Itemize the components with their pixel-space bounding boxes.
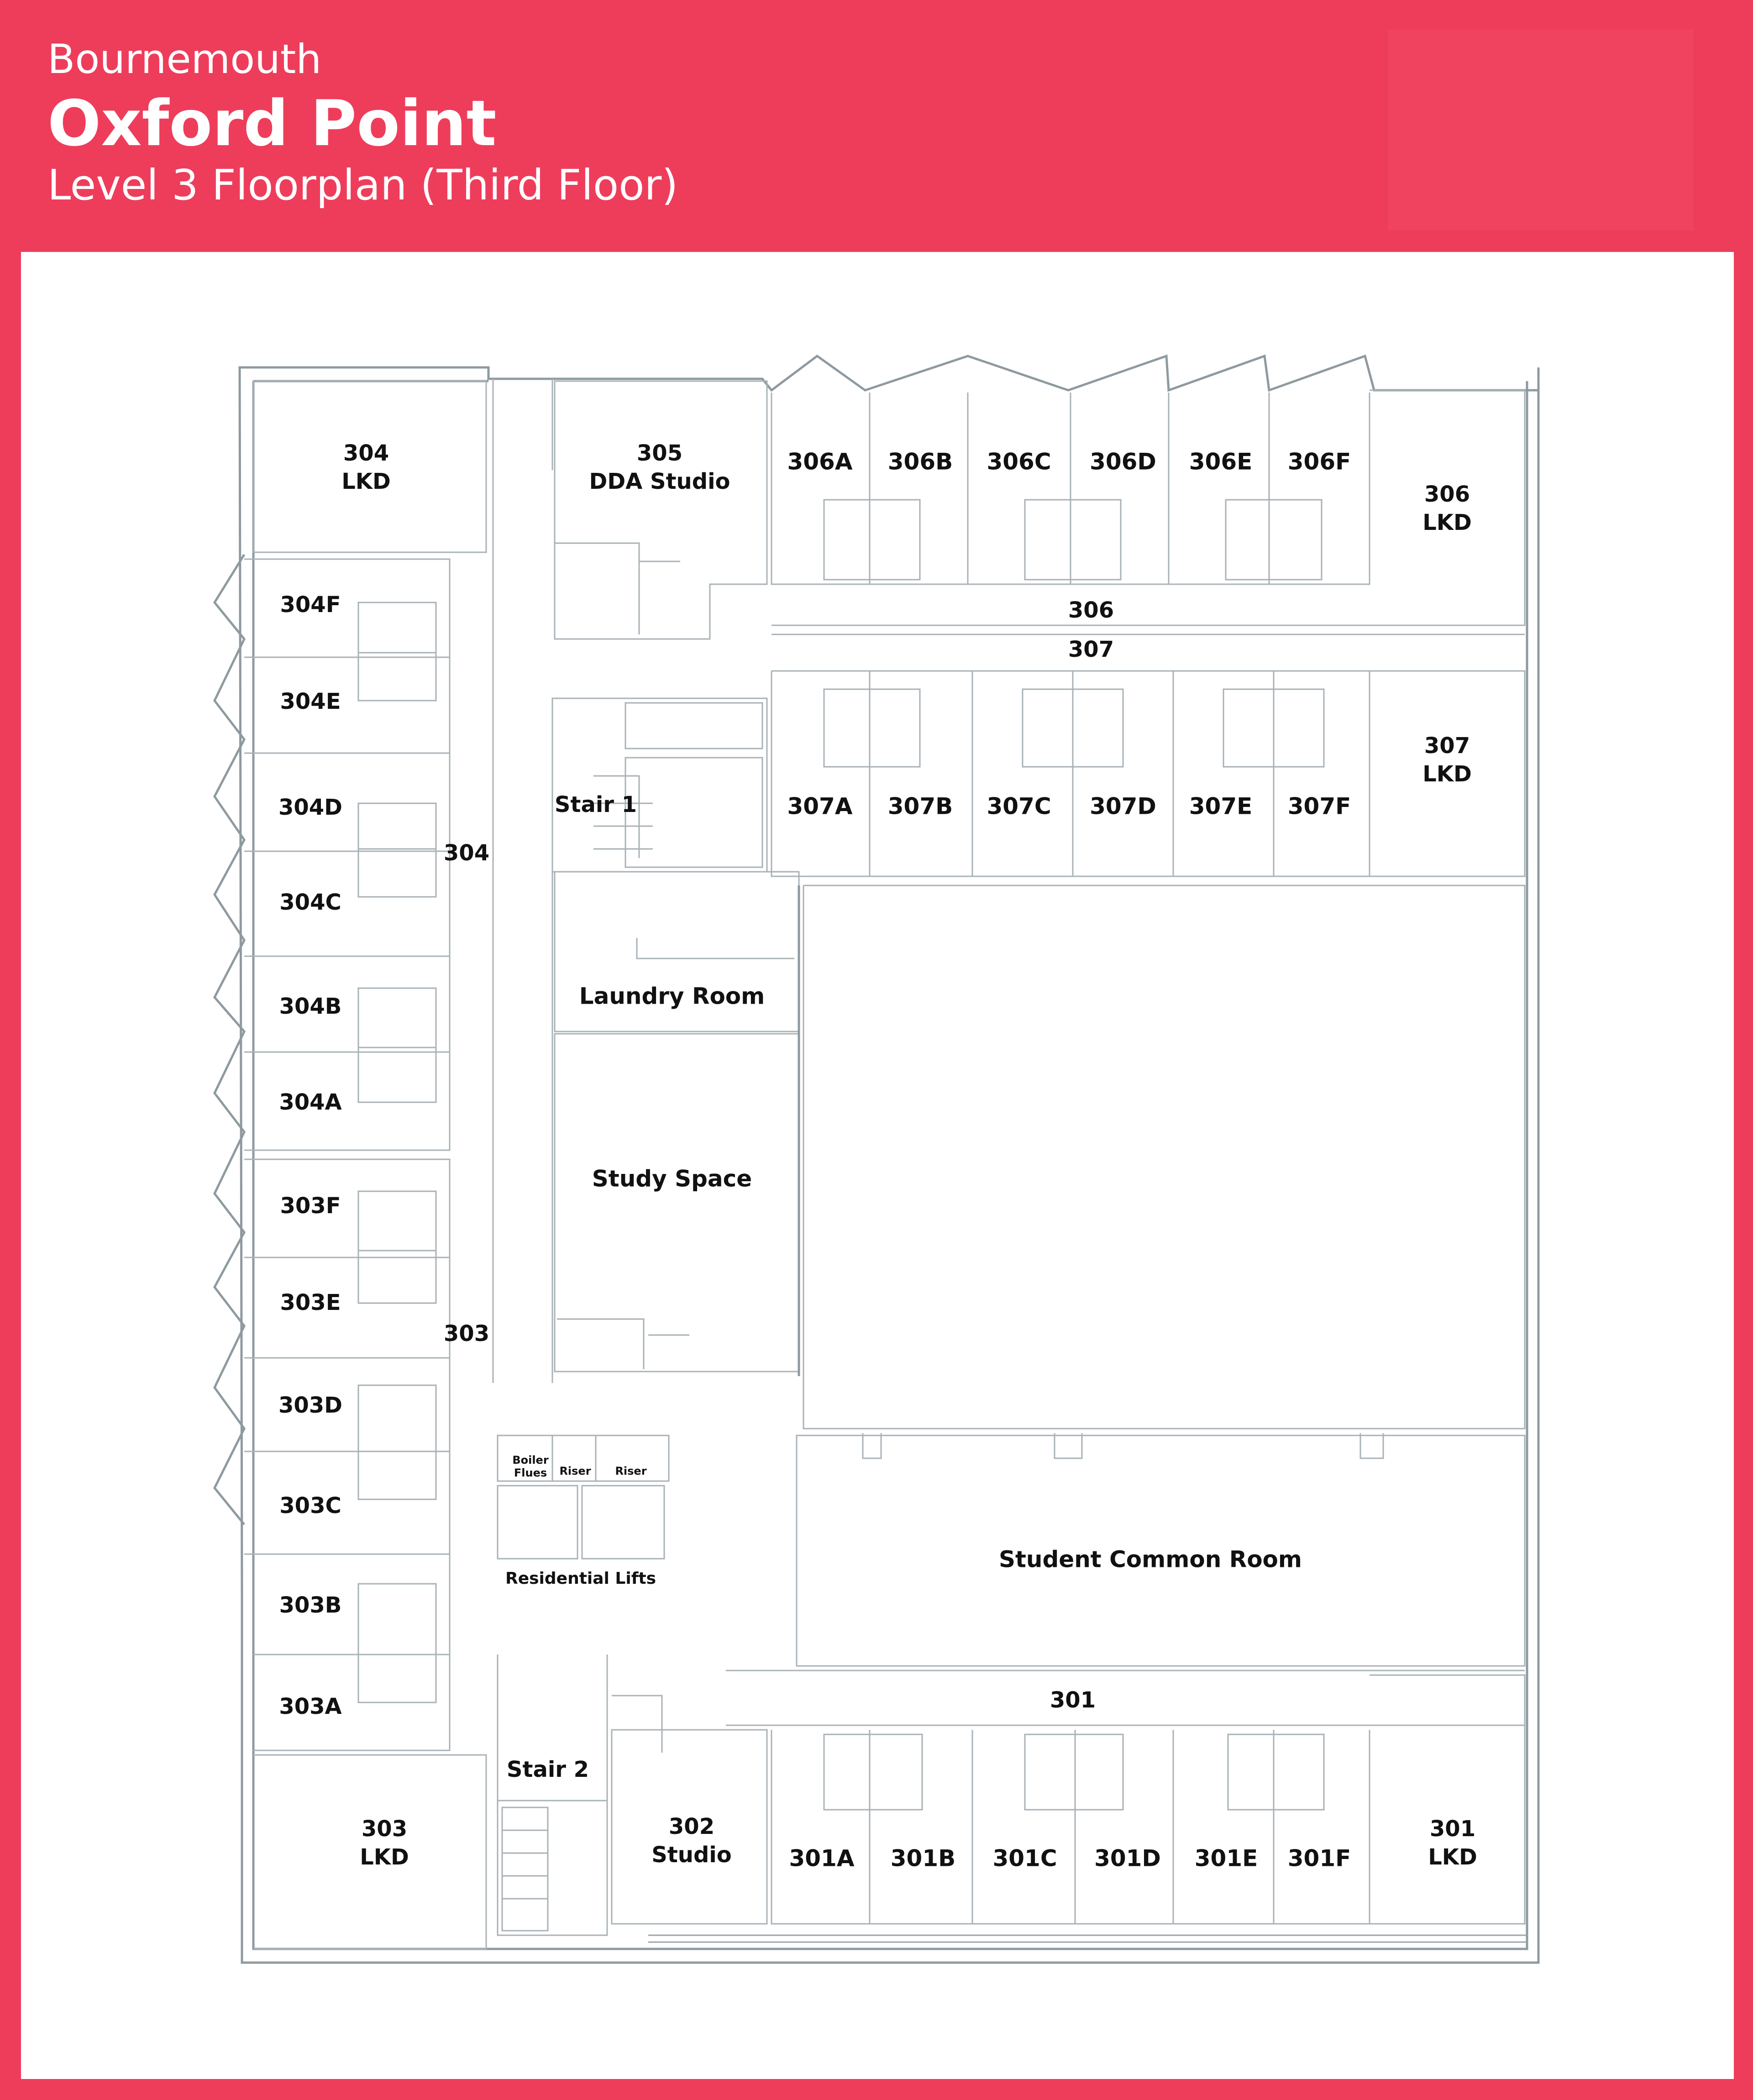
room-301C[interactable]: 301C (992, 1845, 1057, 1872)
header-blank-box (1388, 30, 1694, 230)
room-301B[interactable]: 301B (891, 1845, 955, 1872)
room-304B[interactable]: 304B (279, 994, 342, 1019)
room-301E[interactable]: 301E (1195, 1845, 1258, 1872)
room-306D[interactable]: 306D (1090, 449, 1156, 475)
corridor-304[interactable]: 304 (444, 840, 489, 866)
corridor-307[interactable]: 307 (1068, 637, 1114, 662)
building-title: Oxford Point (47, 87, 497, 160)
room-303A[interactable]: 303A (279, 1694, 341, 1719)
room-303C[interactable]: 303C (279, 1493, 341, 1519)
room-303B[interactable]: 303B (279, 1592, 342, 1618)
room-306F[interactable]: 306F (1288, 449, 1351, 475)
room-306E[interactable]: 306E (1189, 449, 1253, 475)
stair-2[interactable]: Stair 2 (507, 1757, 589, 1782)
header-banner: Bournemouth Oxford Point Level 3 Floorpl… (0, 0, 1753, 251)
room-304C[interactable]: 304C (279, 890, 341, 915)
room-301D[interactable]: 301D (1094, 1845, 1161, 1872)
floorplan-panel (21, 252, 1734, 2079)
room-301F[interactable]: 301F (1288, 1845, 1351, 1872)
stair-1[interactable]: Stair 1 (555, 792, 637, 817)
room-303E[interactable]: 303E (280, 1290, 341, 1315)
room-303D[interactable]: 303D (278, 1393, 342, 1418)
study-space[interactable]: Study Space (592, 1166, 752, 1192)
residential-lifts[interactable]: Residential Lifts (505, 1569, 656, 1588)
corridor-301[interactable]: 301 (1050, 1687, 1096, 1713)
room-301A[interactable]: 301A (789, 1845, 854, 1872)
room-304F[interactable]: 304F (280, 592, 341, 618)
room-307D[interactable]: 307D (1090, 793, 1156, 820)
city-name: Bournemouth (47, 36, 322, 83)
floor-subtitle: Level 3 Floorplan (Third Floor) (47, 161, 678, 209)
room-304D[interactable]: 304D (278, 795, 342, 820)
room-303F[interactable]: 303F (280, 1193, 341, 1219)
floorplan-lines (213, 354, 1540, 1964)
riser-2: Riser (615, 1465, 646, 1477)
laundry-room[interactable]: Laundry Room (579, 983, 765, 1010)
room-304E[interactable]: 304E (280, 689, 341, 714)
room-306C[interactable]: 306C (987, 449, 1051, 475)
room-307E[interactable]: 307E (1189, 793, 1253, 820)
riser-1: Riser (559, 1465, 591, 1477)
room-307B[interactable]: 307B (888, 793, 953, 820)
corridor-303[interactable]: 303 (444, 1321, 489, 1346)
room-307C[interactable]: 307C (987, 793, 1051, 820)
room-307F[interactable]: 307F (1288, 793, 1351, 820)
room-306A[interactable]: 306A (787, 449, 852, 475)
room-306B[interactable]: 306B (888, 449, 953, 475)
corridor-306[interactable]: 306 (1068, 597, 1114, 623)
room-304A[interactable]: 304A (279, 1089, 341, 1115)
room-307A[interactable]: 307A (787, 793, 852, 820)
student-common-room[interactable]: Student Common Room (999, 1546, 1302, 1573)
